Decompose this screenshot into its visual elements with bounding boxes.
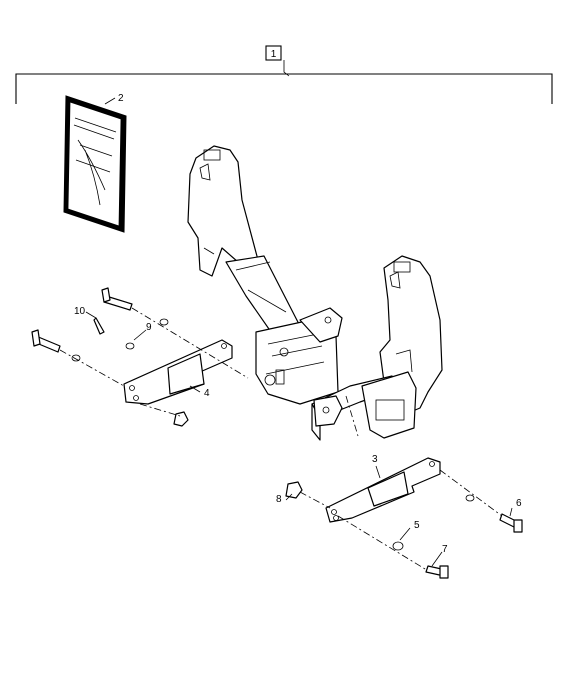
callout-8: 8	[276, 494, 282, 505]
left-mounting-plate: 4	[123, 339, 233, 405]
kit-bracket: 1	[15, 45, 553, 104]
left-hardware: 10 9	[31, 287, 249, 427]
callout-10: 10	[74, 306, 86, 317]
callout-3: 3	[372, 454, 378, 465]
callout-2: 2	[118, 93, 124, 104]
callout-5: 5	[414, 520, 420, 531]
manual-booklet: 2	[63, 93, 127, 233]
callout-1: 1	[271, 49, 277, 60]
right-hardware: 8 5 7 6	[276, 469, 523, 579]
assembly-bracket-line	[15, 73, 553, 104]
washer-upper	[159, 318, 169, 326]
callout-6: 6	[516, 498, 522, 509]
callout-7: 7	[442, 544, 448, 555]
callout-4: 4	[204, 388, 210, 399]
main-frame	[187, 145, 443, 441]
right-mounting-plate: 3	[325, 454, 441, 523]
callout-1-box	[265, 45, 282, 61]
washer-lower	[71, 354, 81, 362]
callout-9: 9	[146, 322, 152, 333]
